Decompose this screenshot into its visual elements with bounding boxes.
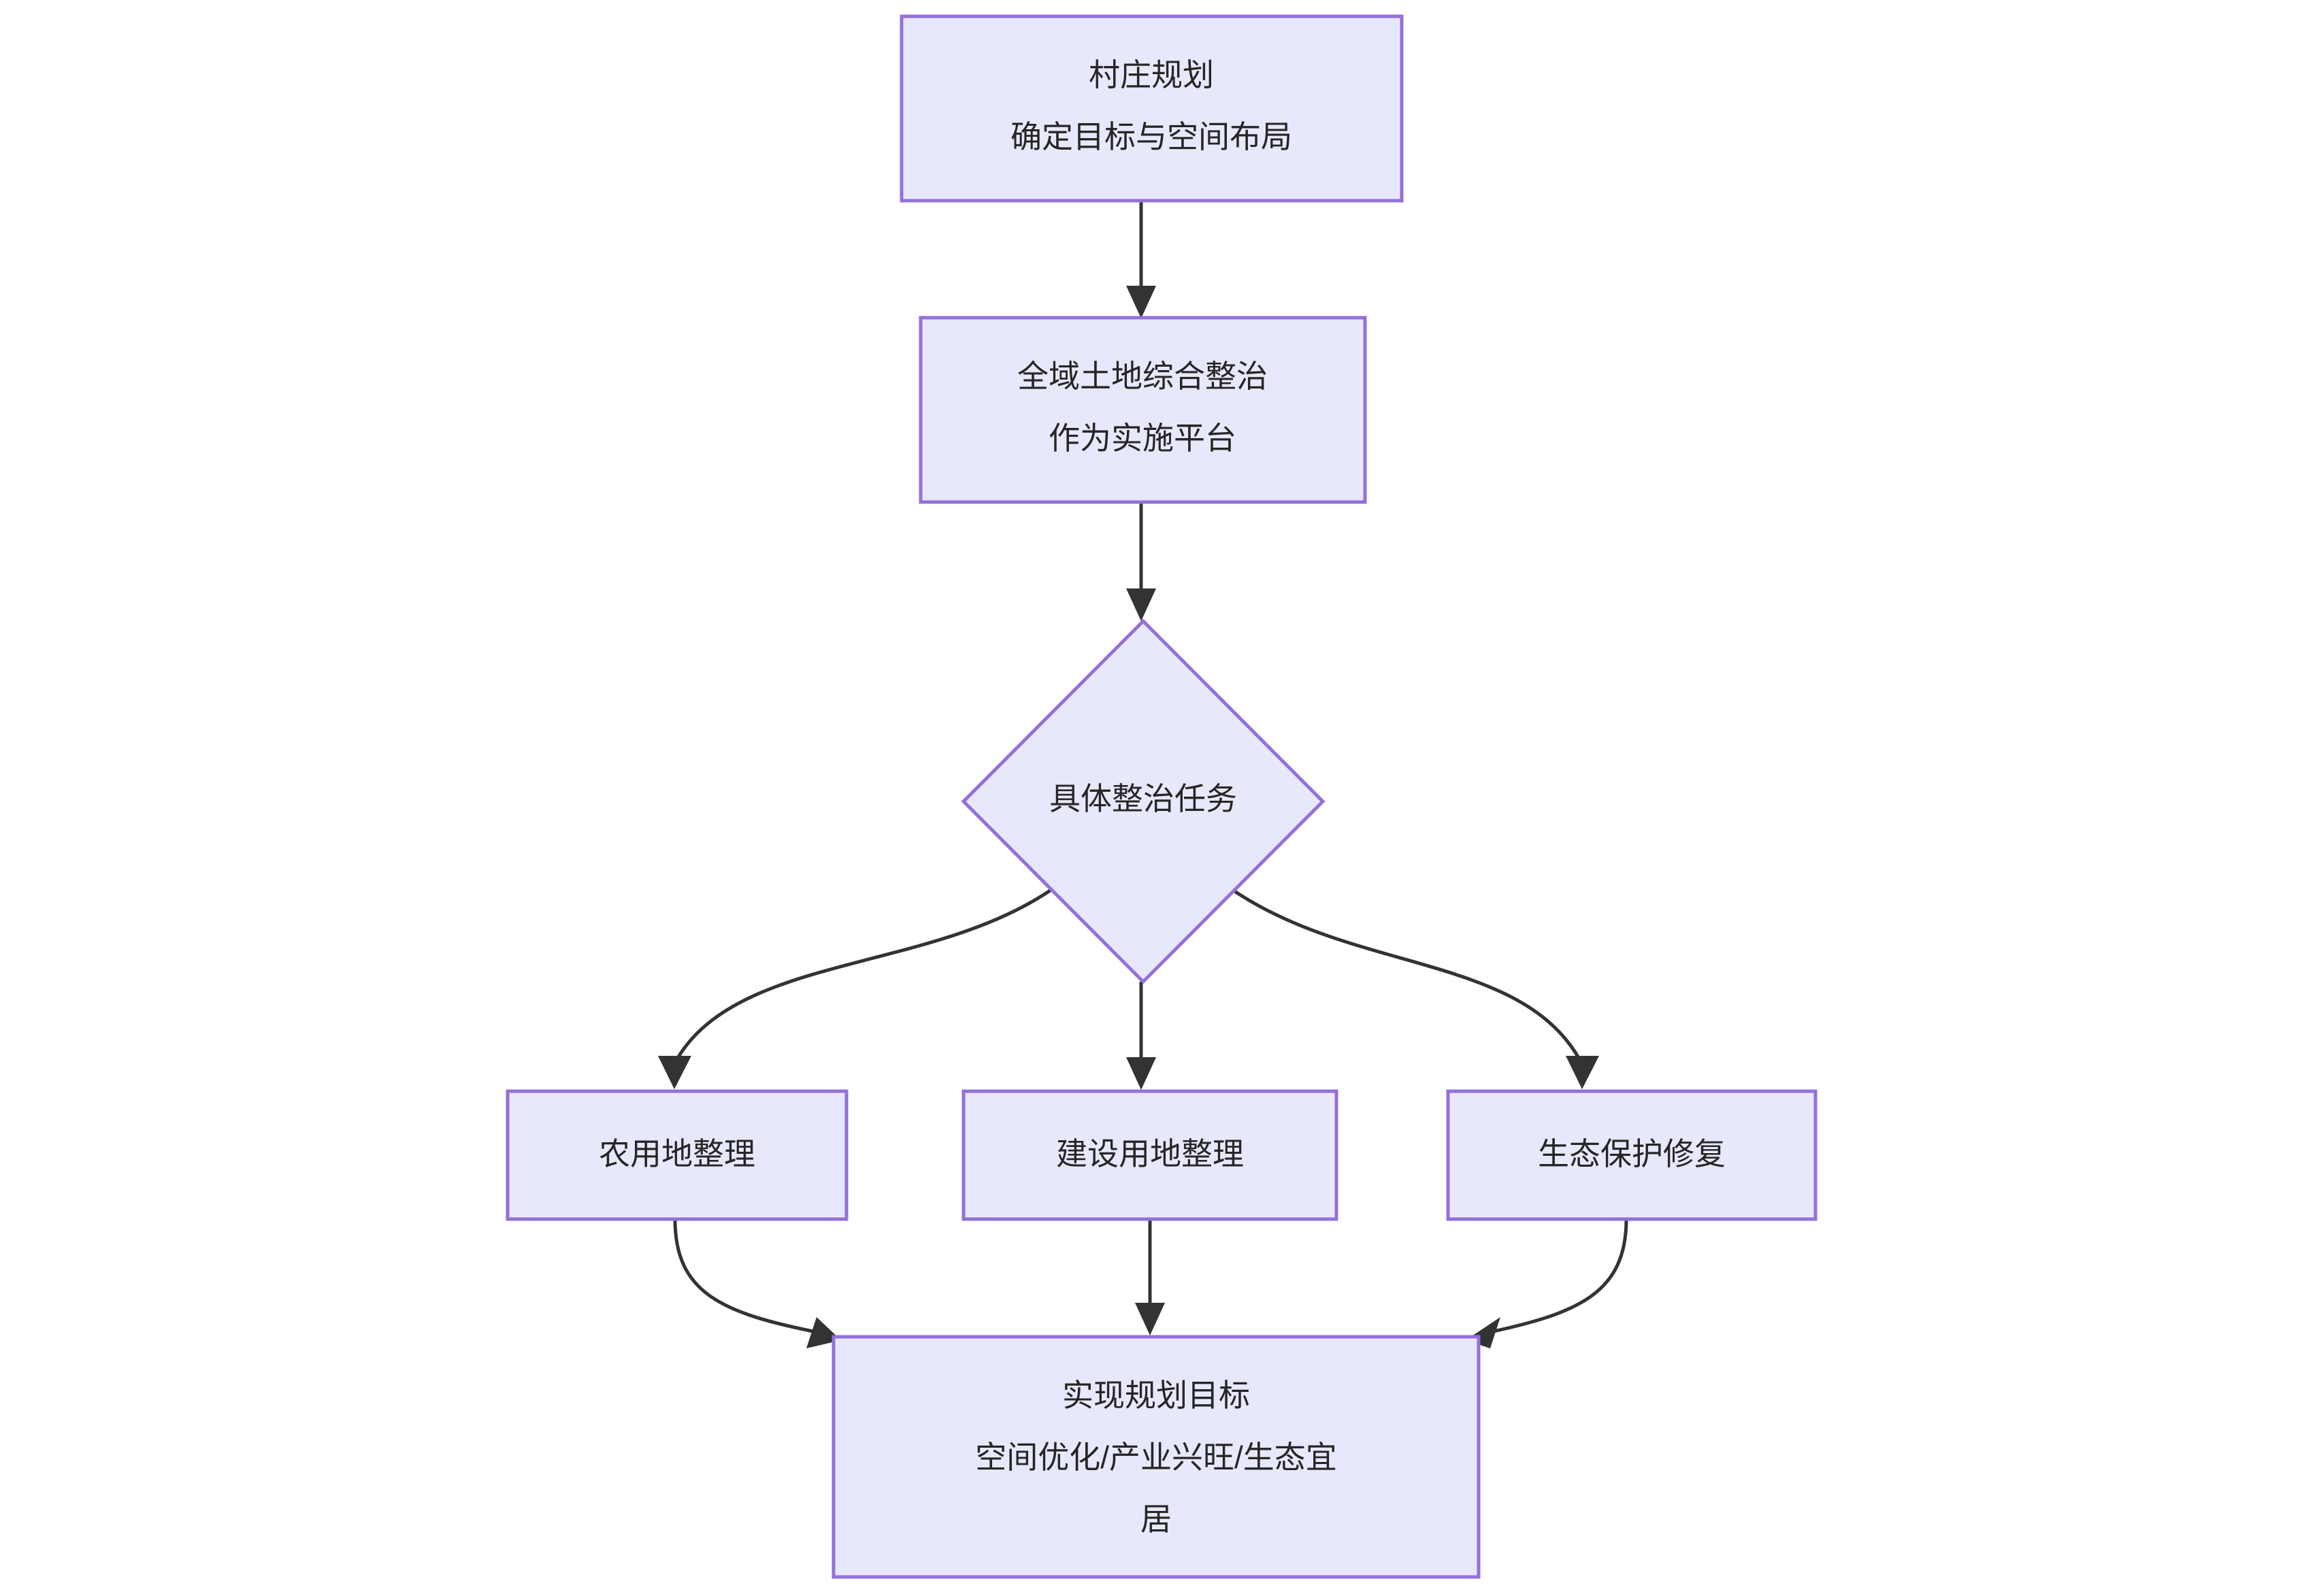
node-farmland[interactable]: 农用地整理 — [506, 1089, 849, 1221]
edge-layer — [658, 201, 1628, 1348]
node-plan-shape[interactable] — [900, 14, 1404, 203]
node-goal-label-line-1: 实现规划目标 — [1062, 1378, 1250, 1413]
node-platform-label-line-2: 作为实施平台 — [1049, 420, 1236, 456]
edge-tasks-to-construction — [1126, 982, 1156, 1090]
edge-tasks-to-farmland — [658, 882, 1060, 1089]
edge-plan-to-platform — [1126, 201, 1156, 318]
node-ecology-shape[interactable] — [1446, 1089, 1818, 1221]
node-plan-label-line-1: 村庄规划 — [1089, 57, 1214, 93]
node-tasks-label: 具体整治任务 — [1049, 781, 1237, 816]
node-ecology-label: 生态保护修复 — [1538, 1136, 1726, 1171]
arrow-head-icon — [1126, 286, 1156, 318]
node-ecology[interactable]: 生态保护修复 — [1446, 1089, 1818, 1221]
node-construction[interactable]: 建设用地整理 — [961, 1089, 1338, 1221]
edge-tasks-to-ecology — [1223, 882, 1599, 1089]
node-tasks[interactable]: 具体整治任务 — [961, 618, 1326, 984]
node-platform-label-line-1: 全域土地综合整治 — [1017, 359, 1268, 394]
node-construction-label: 建设用地整理 — [1056, 1136, 1244, 1171]
node-construction-shape[interactable] — [961, 1089, 1338, 1221]
node-goal-label-line-3: 居 — [1140, 1501, 1172, 1537]
edge-ecology-to-goal — [1466, 1218, 1628, 1348]
node-plan-label-line-2: 确定目标与空间布局 — [1010, 119, 1292, 154]
node-platform[interactable]: 全域土地综合整治 作为实施平台 — [919, 316, 1367, 504]
arrow-head-icon — [1126, 1057, 1156, 1090]
node-tasks-shape[interactable] — [961, 618, 1326, 984]
edge-construction-to-goal — [1135, 1219, 1165, 1335]
node-goal[interactable]: 实现规划目标 空间优化/产业兴旺/生态宜 居 — [832, 1335, 1481, 1579]
edge-farmland-to-goal — [673, 1218, 841, 1348]
node-layer: 村庄规划 确定目标与空间布局 全域土地综合整治 作为实施平台 具体整治任务 农用… — [506, 14, 1818, 1579]
node-goal-shape[interactable] — [832, 1335, 1481, 1579]
arrow-head-icon — [1135, 1303, 1165, 1335]
arrow-head-icon — [1566, 1056, 1599, 1089]
node-goal-label-line-2: 空间优化/产业兴旺/生态宜 — [975, 1440, 1337, 1475]
arrow-head-icon — [1126, 588, 1156, 621]
edge-platform-to-tasks — [1126, 502, 1156, 621]
node-plan[interactable]: 村庄规划 确定目标与空间布局 — [900, 14, 1404, 203]
node-farmland-label: 农用地整理 — [599, 1136, 755, 1171]
node-platform-shape[interactable] — [919, 316, 1367, 504]
arrow-head-icon — [658, 1056, 691, 1089]
node-farmland-shape[interactable] — [506, 1089, 849, 1221]
